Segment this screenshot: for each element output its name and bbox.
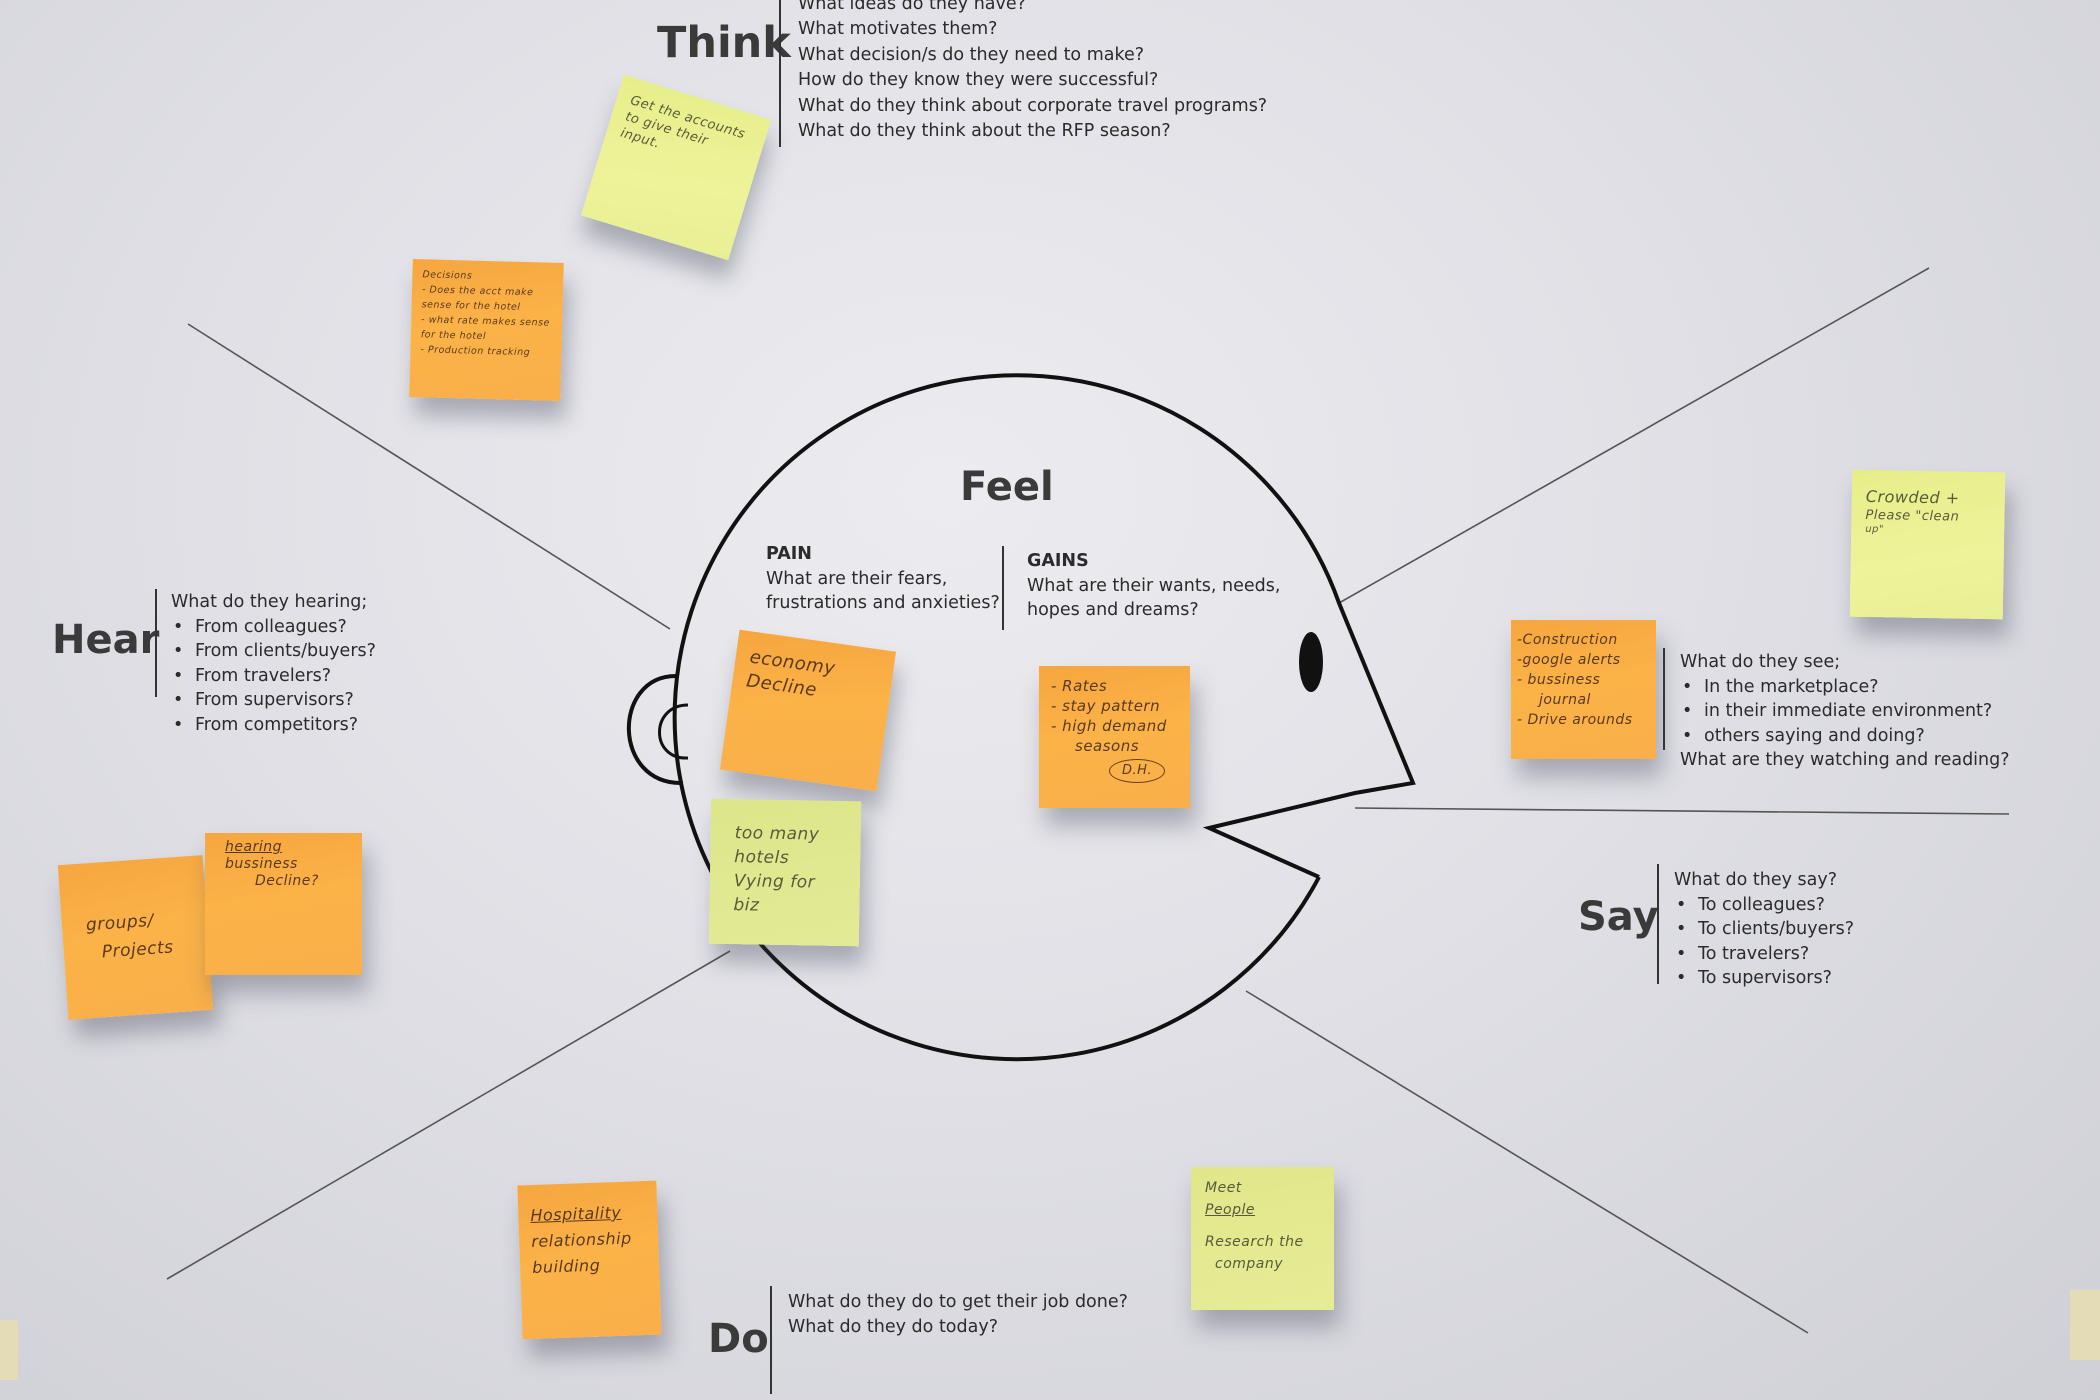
tape-strip [0, 1320, 18, 1380]
think-question: What do they think about corporate trave… [798, 95, 1268, 116]
note-line: People [1205, 1202, 1256, 1218]
think-divider [779, 0, 781, 147]
note-line: up" [1865, 523, 1885, 536]
sticky-note-meet-people[interactable]: Meet People Research the company [1191, 1167, 1334, 1310]
think-label: Think [657, 18, 791, 68]
say-intro: What do they say? [1674, 870, 1838, 890]
see-bullet: In the marketplace? [1682, 675, 2010, 700]
see-intro: What do they see; [1680, 652, 1841, 672]
note-line: Crowded + [1865, 486, 1960, 508]
say-divider [1657, 864, 1659, 984]
note-line: - Production tracking [420, 344, 531, 359]
note-line: Meet [1205, 1180, 1242, 1196]
note-line: too many [734, 823, 820, 845]
think-questions: What ideas do they have? What motivates … [798, 0, 1267, 144]
divider-think-see [1338, 267, 1930, 604]
pain-gains-divider [1002, 546, 1004, 630]
feel-label: Feel [960, 464, 1054, 510]
gains-line: What are their wants, needs, [1027, 575, 1281, 596]
hear-intro: What do they hearing; [171, 592, 368, 612]
divider-hear-do [166, 950, 731, 1280]
hear-questions: What do they hearing; From colleagues? F… [171, 590, 376, 737]
note-line: bussiness [225, 856, 298, 872]
hear-label: Hear [52, 617, 160, 663]
say-bullet: To clients/buyers? [1676, 917, 1854, 942]
see-outro: What are they watching and reading? [1680, 750, 2010, 770]
do-questions: What do they do to get their job done? W… [788, 1290, 1128, 1339]
do-divider [770, 1286, 772, 1394]
sticky-note-crowded[interactable]: Crowded + Please "clean up" [1849, 469, 2006, 620]
see-questions: What do they see; In the marketplace? in… [1680, 650, 2010, 773]
think-question: What ideas do they have? [798, 0, 1026, 14]
pain-line: frustrations and anxieties? [766, 593, 1000, 613]
think-question: What decision/s do they need to make? [798, 44, 1145, 65]
divider-do-say [1245, 990, 1809, 1334]
say-bullet: To travelers? [1676, 942, 1854, 967]
sticky-note-groups-projects[interactable]: groups/ Projects [57, 855, 214, 1020]
gains-line: hopes and dreams? [1027, 600, 1199, 620]
note-line: company [1215, 1256, 1284, 1272]
see-bullet: in their immediate environment? [1682, 699, 2010, 724]
sticky-note-hearing[interactable]: hearing bussiness Decline? [205, 833, 362, 975]
hear-bullet: From colleagues? [173, 615, 376, 640]
hear-bullet: From travelers? [173, 664, 376, 689]
note-line: - bussiness [1517, 672, 1601, 688]
say-questions: What do they say? To colleagues? To clie… [1674, 868, 1854, 991]
pain-line: What are their fears, [766, 568, 948, 589]
pain-section: PAIN What are their fears, frustrations … [766, 542, 1000, 616]
think-question: What do they think about the RFP season? [798, 121, 1171, 142]
note-line: hotels [734, 847, 790, 869]
divider-think-hear [187, 323, 671, 630]
note-line: - Rates [1051, 677, 1108, 695]
note-line: journal [1539, 692, 1591, 708]
ear-inner [658, 703, 689, 760]
note-line: hearing [225, 839, 282, 855]
ear-icon [626, 674, 684, 786]
hear-bullet: From clients/buyers? [173, 639, 376, 664]
note-line: seasons [1075, 737, 1140, 755]
note-line: - high demand [1051, 717, 1167, 735]
note-line: Hospitality [530, 1202, 622, 1226]
do-label: Do [708, 1316, 769, 1362]
note-line: Vying for [733, 871, 816, 893]
sticky-note-too-many-hotels[interactable]: too many hotels Vying for biz [708, 798, 862, 947]
note-line: Projects [101, 937, 175, 963]
note-line: -Construction [1517, 632, 1618, 648]
initials-badge: D.H. [1109, 759, 1166, 783]
gains-section: GAINS What are their wants, needs, hopes… [1027, 549, 1280, 623]
sticky-note-construction[interactable]: -Construction -google alerts - bussiness… [1511, 620, 1656, 759]
see-bullet: others saying and doing? [1682, 724, 2010, 749]
divider-see-say [1354, 807, 2010, 815]
tape-strip [2070, 1290, 2100, 1360]
sticky-note-rates[interactable]: - Rates - stay pattern - high demand sea… [1039, 666, 1190, 808]
note-line: -google alerts [1517, 652, 1621, 668]
hear-bullet: From supervisors? [173, 688, 376, 713]
note-line: relationship [530, 1228, 632, 1252]
sticky-note-economy[interactable]: economy Decline [719, 629, 897, 792]
see-divider [1663, 648, 1665, 750]
note-line: - Drive arounds [1517, 712, 1633, 728]
hear-bullet: From competitors? [173, 713, 376, 738]
note-line: Research the [1205, 1234, 1304, 1250]
pain-title: PAIN [766, 544, 812, 564]
think-question: How do they know they were successful? [798, 70, 1159, 91]
note-line: Decline? [255, 873, 319, 889]
say-bullet: To colleagues? [1676, 893, 1854, 918]
do-question: What do they do today? [788, 1316, 998, 1337]
sticky-note-decisions[interactable]: Decisions - Does the acct make sense for… [409, 259, 564, 401]
hear-divider [155, 589, 157, 697]
head-outline [672, 373, 1416, 1062]
note-line: building [531, 1255, 601, 1277]
do-question: What do they do to get their job done? [788, 1292, 1128, 1312]
sticky-note-hospitality[interactable]: Hospitality relationship building [517, 1180, 662, 1340]
gains-title: GAINS [1027, 551, 1089, 571]
note-line: - stay pattern [1051, 697, 1161, 715]
eye-icon [1299, 632, 1323, 692]
think-question: What motivates them? [798, 19, 998, 40]
say-label: Say [1578, 894, 1659, 940]
say-bullet: To supervisors? [1676, 966, 1854, 991]
note-line: biz [733, 895, 760, 916]
